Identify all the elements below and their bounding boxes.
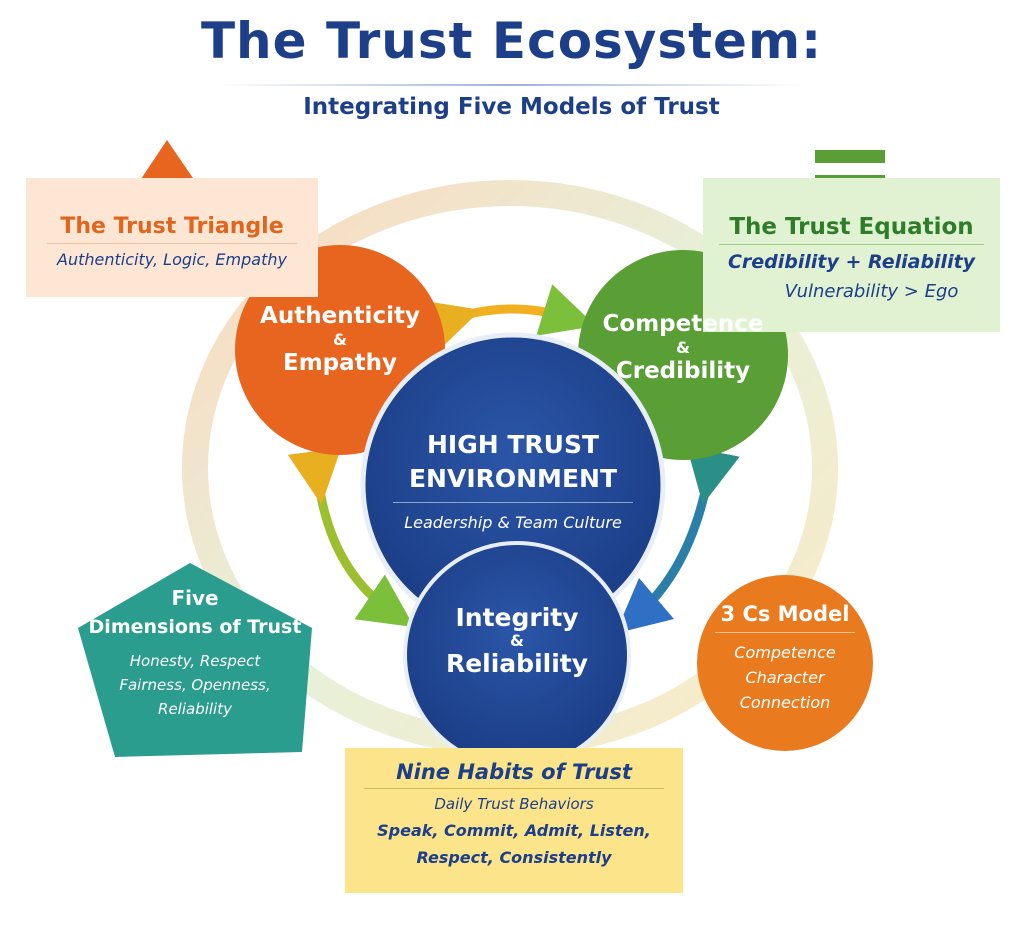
five-dimensions-pentagon: [78, 563, 312, 757]
trust-equation-title: The Trust Equation: [729, 214, 974, 240]
three-cs-item: Competence: [734, 643, 836, 662]
nine-habits-box: Nine Habits of Trust Daily Trust Behavio…: [345, 748, 683, 893]
page-subtitle: Integrating Five Models of Trust: [303, 94, 720, 120]
competence-label: Competence & Credibility: [583, 310, 783, 386]
ampersand: &: [333, 330, 347, 349]
empathy-text: Empathy: [282, 350, 398, 376]
five-dimensions-title2: Dimensions of Trust: [88, 616, 302, 638]
nine-habits-body: Respect, Consistently: [416, 848, 612, 867]
ampersand: &: [510, 631, 524, 650]
nine-habits-subtitle: Daily Trust Behaviors: [434, 795, 594, 813]
three-cs-item: Character: [745, 668, 825, 687]
competence-text: Competence: [602, 311, 764, 337]
center-subtitle: Leadership & Team Culture: [404, 513, 622, 532]
authenticity-text: Authenticity: [260, 303, 420, 329]
five-dimensions-title1: Five: [171, 586, 219, 610]
trust-equation-denominator: Vulnerability > Ego: [784, 281, 959, 302]
integrity-label: Integrity & Reliability: [417, 603, 617, 679]
center-label: HIGH TRUST ENVIRONMENT Leadership & Team…: [373, 428, 653, 532]
authenticity-label: Authenticity & Empathy: [240, 302, 440, 378]
three-cs-label: 3 Cs Model Competence Character Connecti…: [697, 602, 873, 712]
trust-equation-box: The Trust Equation Credibility + Reliabi…: [703, 178, 1000, 332]
five-dimensions-label: Five Dimensions of Trust Honesty, Respec…: [85, 586, 305, 718]
three-cs-item: Connection: [739, 693, 831, 712]
center-line1: HIGH TRUST: [426, 430, 600, 459]
trust-triangle-body: Authenticity, Logic, Empathy: [57, 250, 287, 269]
integrity-text: Integrity: [455, 603, 579, 632]
five-dimensions-body: Reliability: [158, 700, 232, 718]
three-cs-circle: [697, 575, 873, 751]
arrow-right: [615, 446, 740, 634]
nine-habits-body: Speak, Commit, Admit, Listen,: [377, 821, 651, 840]
page-title: The Trust Ecosystem:: [200, 12, 823, 70]
reliability-text: Reliability: [445, 649, 589, 678]
equals-icon: [815, 150, 885, 163]
five-dimensions-body: Fairness, Openness,: [119, 676, 271, 694]
ampersand: &: [676, 338, 690, 357]
five-dimensions-body: Honesty, Respect: [129, 652, 261, 670]
trust-equation-numerator: Credibility + Reliability: [727, 251, 976, 273]
nine-habits-title: Nine Habits of Trust: [396, 760, 632, 784]
trust-triangle-title: The Trust Triangle: [60, 214, 284, 239]
three-cs-title: 3 Cs Model: [720, 602, 850, 626]
arrow-left: [287, 447, 415, 628]
trust-triangle-box: The Trust Triangle Authenticity, Logic, …: [26, 178, 318, 297]
title-divider: [215, 84, 805, 86]
center-line2: ENVIRONMENT: [408, 464, 617, 493]
arrow-top: [421, 284, 596, 352]
credibility-text: Credibility: [615, 358, 751, 384]
